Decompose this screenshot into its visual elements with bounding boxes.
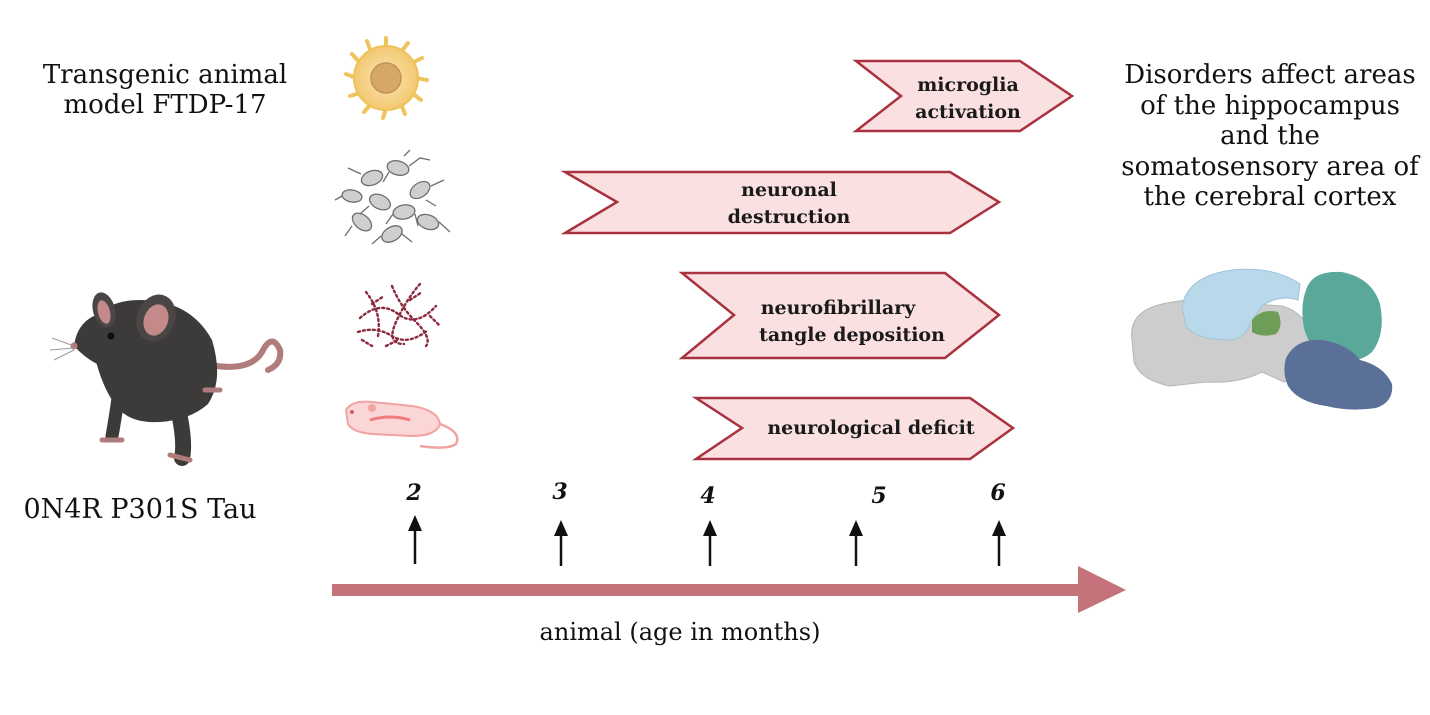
tick-arrow-2 xyxy=(408,515,422,531)
microglia-icon xyxy=(344,36,429,120)
banner-tangle-line2: tangle deposition xyxy=(759,324,945,346)
banner-microglia-line1: microglia xyxy=(917,74,1019,96)
tick-2: 2 xyxy=(405,480,422,564)
banner-microglia-line2: activation xyxy=(915,101,1021,123)
tick-3: 3 xyxy=(552,479,568,566)
tick-5: 5 xyxy=(849,483,887,566)
banner-neuronal-destruction: neuronal destruction xyxy=(560,170,1002,235)
tangle-icon xyxy=(356,282,442,348)
tick-label-2: 2 xyxy=(405,480,421,506)
mouse-icon xyxy=(344,400,459,449)
tick-arrow-6 xyxy=(992,520,1006,536)
tick-arrow-3 xyxy=(554,520,568,536)
tick-arrow-5 xyxy=(849,520,863,536)
axis-label: animal (age in months) xyxy=(539,618,821,646)
banner-microglia: microglia activation xyxy=(852,59,1075,133)
tick-arrow-4 xyxy=(703,520,717,536)
tick-6: 6 xyxy=(990,480,1006,566)
neurons-icon xyxy=(334,149,451,245)
black-mouse-illustration xyxy=(49,292,284,466)
brain-icon xyxy=(1131,268,1393,410)
model-name: 0N4R P301S Tau xyxy=(23,494,257,525)
month-ticks: 2 3 4 5 6 xyxy=(405,479,1006,566)
banner-deficit-label: neurological deficit xyxy=(767,417,974,439)
banner-neurological-deficit: neurological deficit xyxy=(691,396,1016,461)
model-title: Transgenic animal model FTDP-17 xyxy=(42,60,288,120)
tick-4: 4 xyxy=(700,483,717,566)
banner-neuronal-line1: neuronal xyxy=(741,179,837,201)
tick-label-4: 4 xyxy=(700,483,715,509)
banner-tangle-line1: neurofibrillary xyxy=(761,297,916,319)
banner-tangle-deposition: neurofibrillary tangle deposition xyxy=(678,271,1002,360)
tick-label-3: 3 xyxy=(552,479,567,505)
banner-neuronal-line2: destruction xyxy=(728,206,851,228)
timeline-arrow xyxy=(332,566,1126,613)
disorders-description: Disorders affect areas of the hippocampu… xyxy=(1121,60,1419,212)
tick-label-5: 5 xyxy=(871,483,886,509)
tick-label-6: 6 xyxy=(990,480,1005,506)
